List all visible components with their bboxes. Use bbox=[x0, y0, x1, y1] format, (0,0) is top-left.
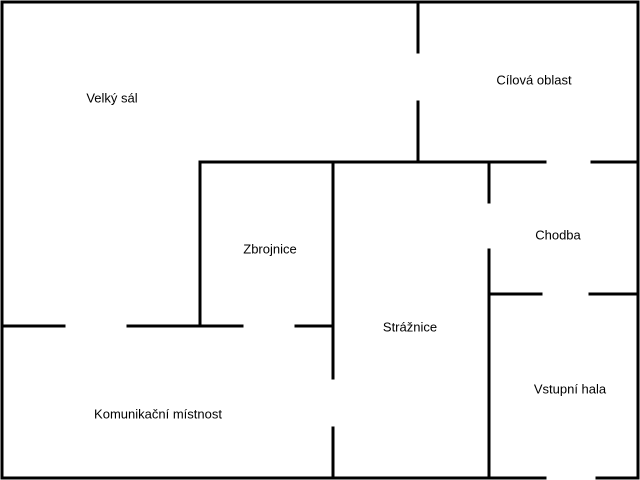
room-label-target-area: Cílová oblast bbox=[496, 72, 572, 88]
room-label-corridor: Chodba bbox=[535, 227, 581, 243]
room-label-armory: Zbrojnice bbox=[243, 241, 297, 257]
room-label-guardroom: Strážnice bbox=[382, 319, 438, 335]
room-label-entrance-hall: Vstupní hala bbox=[533, 381, 607, 397]
room-label-communication-room: Komunikační místnost bbox=[94, 406, 222, 422]
room-label-great-hall: Velký sál bbox=[86, 90, 138, 106]
